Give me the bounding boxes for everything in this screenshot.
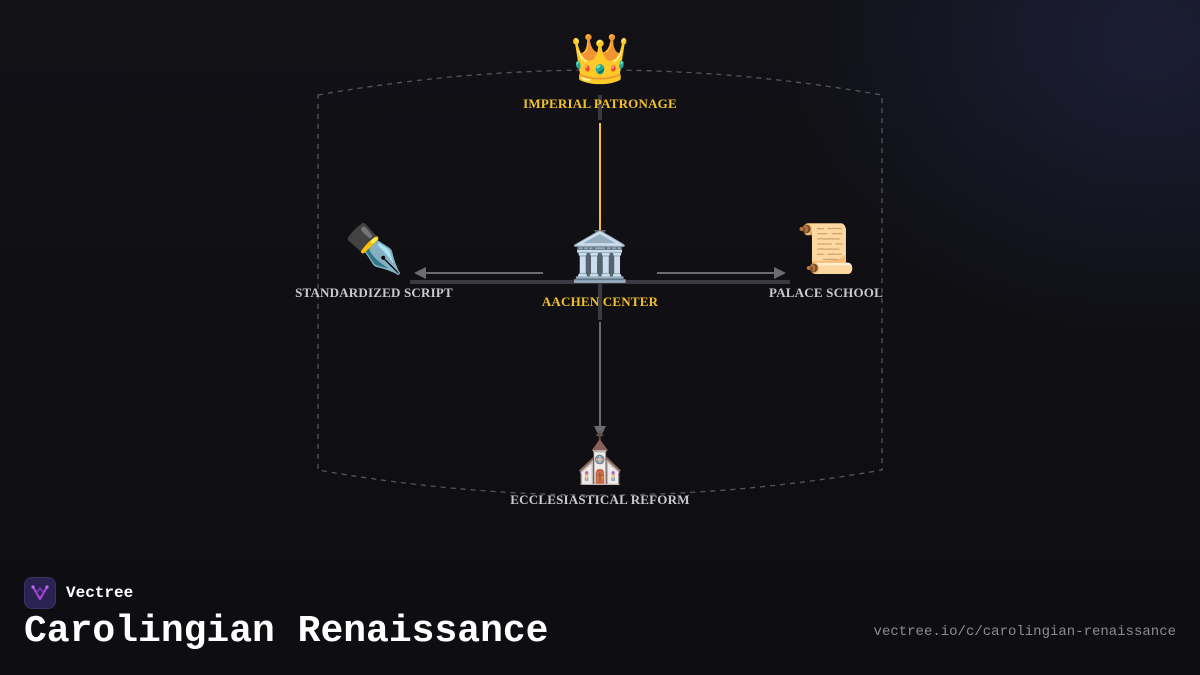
church-icon: ⛪ [570, 431, 630, 487]
brand: Vectree [24, 577, 133, 609]
vectree-logo-icon [24, 577, 56, 609]
node-label-palace-school: PALACE SCHOOL [769, 285, 883, 300]
page-title: Carolingian Renaissance [24, 610, 549, 653]
scroll-icon: 📜 [796, 221, 856, 277]
brand-name: Vectree [66, 584, 134, 602]
node-label-standardized-script: STANDARDIZED SCRIPT [295, 285, 453, 300]
node-label-aachen-center: AACHEN CENTER [541, 294, 659, 309]
node-label-ecclesiastical-reform: ECCLESIASTICAL REFORM [510, 492, 690, 507]
node-label-imperial-patronage: IMPERIAL PATRONAGE [523, 96, 677, 111]
fountain-pen-icon: ✒️ [344, 221, 404, 277]
page-url[interactable]: vectree.io/c/carolingian-renaissance [873, 624, 1176, 640]
boundary-frame [317, 69, 883, 496]
crown-icon: 👑 [570, 31, 630, 87]
classical-building-icon: 🏛️ [570, 229, 630, 285]
